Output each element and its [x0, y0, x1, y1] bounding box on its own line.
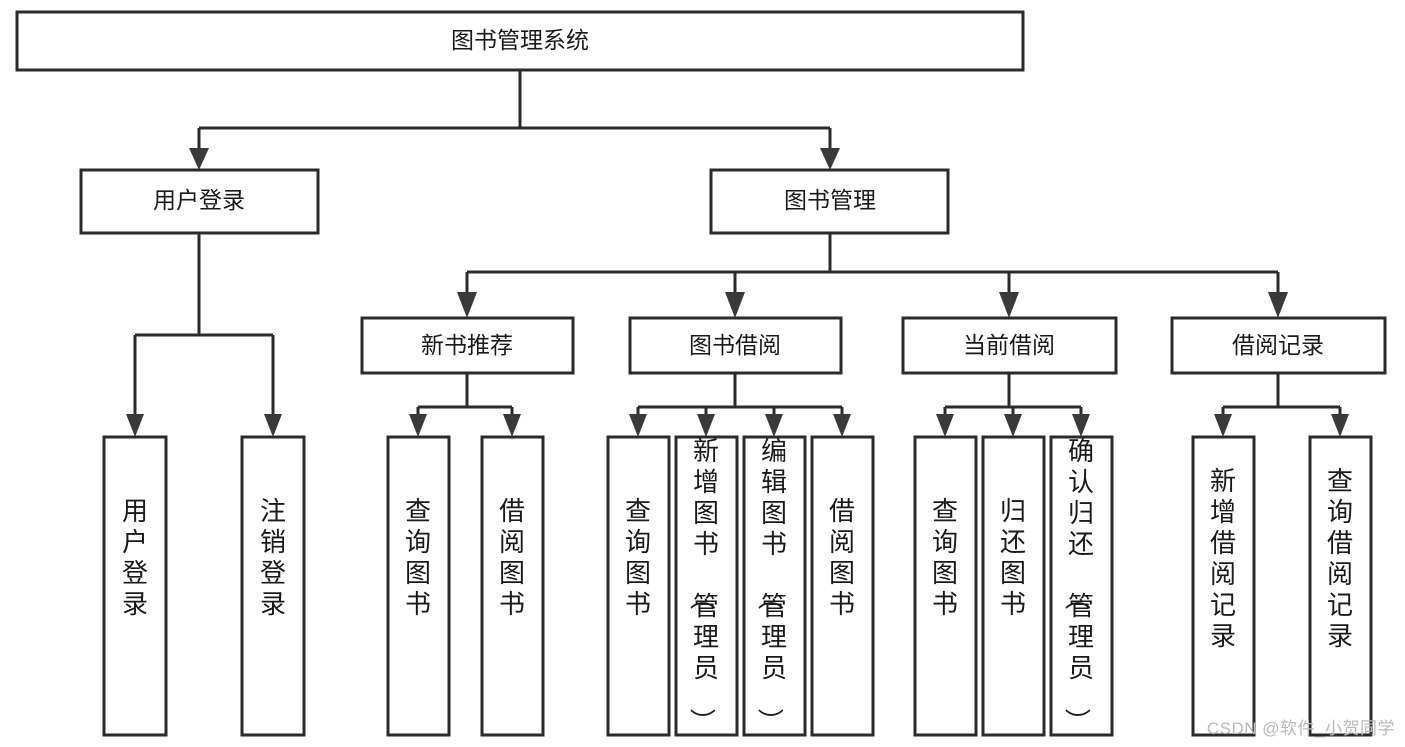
arrow-head-leaf-logout	[264, 414, 282, 437]
arrow-head-book-borrow	[725, 292, 745, 318]
connector-group-new-book	[409, 373, 521, 437]
connector-group-root	[189, 70, 840, 170]
arrow-head-book-manage	[820, 148, 840, 170]
node-root-system[interactable]: 图书管理系统	[15, 10, 1025, 72]
leaf-label-bb-query-book: 查询图书	[625, 496, 651, 619]
leaf-node-cb-return-book[interactable]: 归还图书	[981, 435, 1046, 737]
leaf-node-logout[interactable]: 注销登录	[240, 435, 306, 737]
leaf-node-nb-borrow-book[interactable]: 借阅图书	[480, 435, 545, 737]
arrow-head-nb-query	[409, 414, 427, 437]
leaf-label-cb-confirm-return: 确认归还（管理员）	[1062, 436, 1094, 734]
leaf-node-user-login[interactable]: 用户登录	[102, 435, 168, 737]
node-new-book-recommend[interactable]: 新书推荐	[360, 316, 575, 375]
node-label-book-manage: 图书管理	[784, 187, 876, 213]
node-box-root[interactable]	[15, 10, 1025, 72]
leaf-label-cb-query-book: 查询图书	[932, 496, 958, 619]
leaf-label-bb-add-book: 新增图书（管理员）	[687, 436, 719, 734]
node-user-login[interactable]: 用户登录	[79, 168, 320, 235]
leaf-label-nb-borrow-book: 借阅图书	[499, 496, 525, 619]
leaf-label-nb-query-book: 查询图书	[405, 496, 431, 619]
leaf-node-bb-edit-book[interactable]: 编辑图书（管理员）	[742, 435, 807, 737]
arrow-head-cb-query	[936, 414, 954, 437]
arrow-head-new-book	[457, 292, 477, 318]
leaf-label-user-login: 用户登录	[122, 496, 148, 619]
leaf-node-bb-query-book[interactable]: 查询图书	[606, 435, 671, 737]
node-label-current-borrow: 当前借阅	[963, 332, 1055, 358]
node-label-new-book-recommend: 新书推荐	[421, 332, 513, 358]
node-label-user-login: 用户登录	[153, 187, 245, 213]
node-current-borrow[interactable]: 当前借阅	[901, 316, 1118, 375]
leaf-node-br-add-record[interactable]: 新增借阅记录	[1191, 435, 1256, 737]
leaf-node-bb-borrow-book[interactable]: 借阅图书	[810, 435, 875, 737]
leaf-box-br-add-record[interactable]	[1191, 435, 1256, 737]
arrow-head-borrow-record	[1268, 292, 1288, 318]
node-box-current-borrow[interactable]	[901, 316, 1118, 375]
leaf-node-nb-query-book[interactable]: 查询图书	[386, 435, 451, 737]
arrow-head-cb-return	[1004, 414, 1022, 437]
arrow-head-bb-add	[697, 414, 715, 437]
arrow-head-nb-borrow	[503, 414, 521, 437]
leaf-box-bb-borrow-book[interactable]	[810, 435, 875, 737]
leaf-box-nb-query-book[interactable]	[386, 435, 451, 737]
node-label-book-borrow: 图书借阅	[689, 332, 781, 358]
node-box-book-borrow[interactable]	[628, 316, 843, 375]
leaf-label-br-add-record: 新增借阅记录	[1210, 466, 1236, 651]
arrow-head-leaf-user-login	[126, 414, 144, 437]
node-book-borrow[interactable]: 图书借阅	[628, 316, 843, 375]
leaf-box-cb-confirm-return[interactable]	[1049, 435, 1114, 737]
leaf-label-bb-edit-book: 编辑图书（管理员）	[755, 436, 787, 734]
leaf-box-bb-edit-book[interactable]	[742, 435, 807, 737]
leaf-node-bb-add-book[interactable]: 新增图书（管理员）	[674, 435, 739, 737]
csdn-watermark: CSDN @软件_小贺同学	[1206, 719, 1395, 738]
arrow-head-cb-confirm	[1072, 414, 1090, 437]
leaf-box-user-login[interactable]	[102, 435, 168, 737]
leaf-box-bb-add-book[interactable]	[674, 435, 739, 737]
leaf-node-br-query-record[interactable]: 查询借阅记录	[1308, 435, 1373, 737]
node-label-borrow-record: 借阅记录	[1232, 332, 1324, 358]
arrow-head-current-borrow	[999, 292, 1019, 318]
node-box-user-login[interactable]	[79, 168, 320, 235]
leaf-box-cb-query-book[interactable]	[913, 435, 978, 737]
leaf-label-logout: 注销登录	[260, 496, 286, 619]
leaf-label-cb-return-book: 归还图书	[1000, 496, 1026, 619]
leaf-node-cb-confirm-return[interactable]: 确认归还（管理员）	[1049, 435, 1114, 737]
connector-group-borrow-record	[1214, 373, 1349, 437]
arrow-head-user-login	[189, 148, 209, 170]
connector-group-book-borrow	[629, 373, 851, 437]
node-box-new-book-recommend[interactable]	[360, 316, 575, 375]
leaf-box-nb-borrow-book[interactable]	[480, 435, 545, 737]
connector-group-book-manage	[457, 233, 1288, 318]
node-book-manage[interactable]: 图书管理	[709, 168, 950, 235]
arrow-head-bb-edit	[765, 414, 783, 437]
leaf-label-br-query-record: 查询借阅记录	[1327, 466, 1353, 651]
connector-group-current-borrow	[936, 373, 1090, 437]
leaf-box-cb-return-book[interactable]	[981, 435, 1046, 737]
connector-group-user-login	[126, 233, 282, 437]
arrow-head-br-query	[1331, 414, 1349, 437]
node-label-root: 图书管理系统	[451, 27, 589, 53]
leaf-label-bb-borrow-book: 借阅图书	[829, 496, 855, 619]
node-borrow-record[interactable]: 借阅记录	[1170, 316, 1387, 375]
node-box-borrow-record[interactable]	[1170, 316, 1387, 375]
leaf-box-br-query-record[interactable]	[1308, 435, 1373, 737]
arrow-head-br-add	[1214, 414, 1232, 437]
arrow-head-bb-borrow	[833, 414, 851, 437]
node-box-book-manage[interactable]	[709, 168, 950, 235]
leaf-box-bb-query-book[interactable]	[606, 435, 671, 737]
arrow-head-bb-query	[629, 414, 647, 437]
leaf-node-cb-query-book[interactable]: 查询图书	[913, 435, 978, 737]
leaf-box-logout[interactable]	[240, 435, 306, 737]
